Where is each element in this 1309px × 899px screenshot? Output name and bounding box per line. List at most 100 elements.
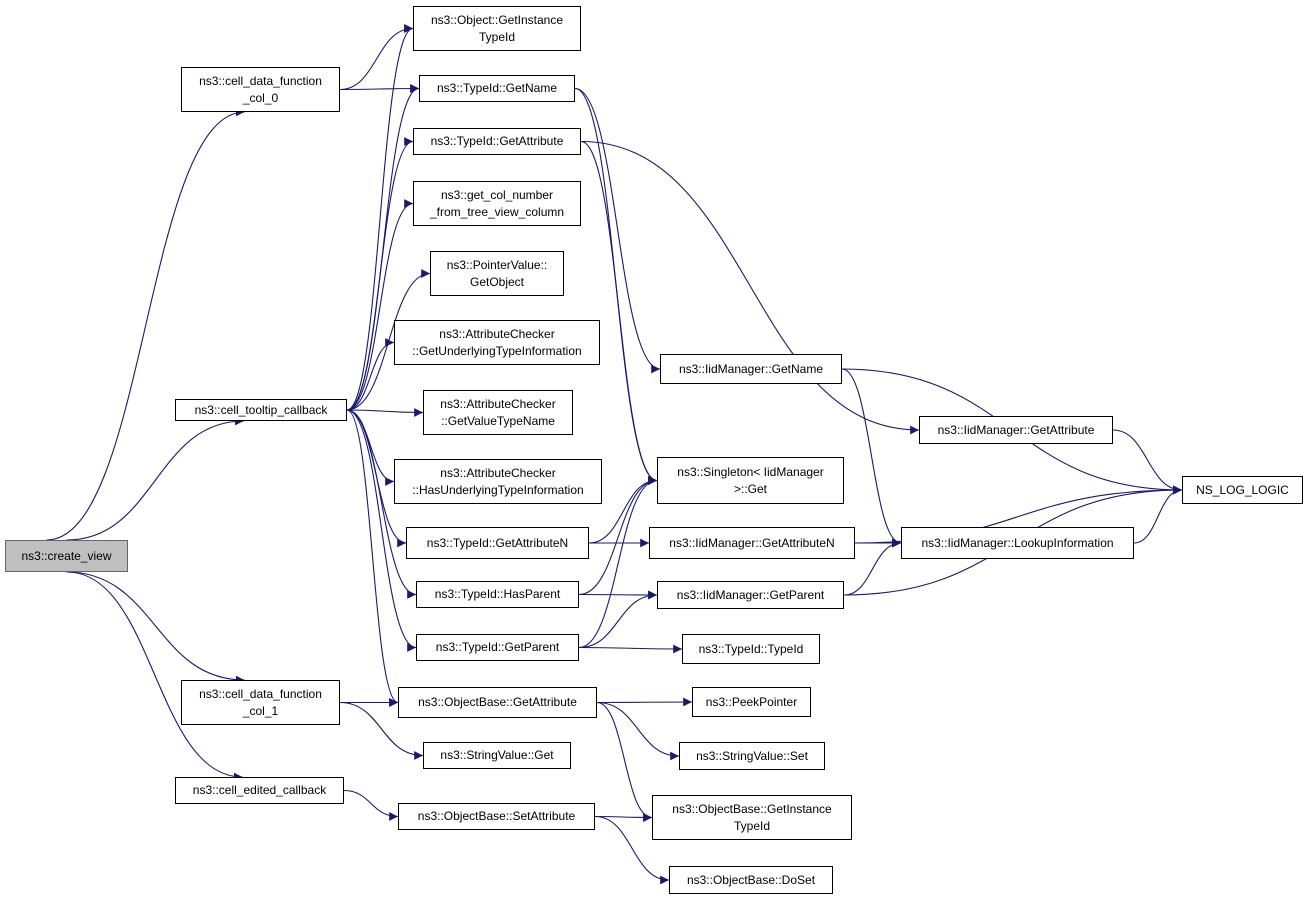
edge-tooltip-to-obj_git [346, 24, 414, 411]
edge-iid_getattr-to-ns_log_logic [1112, 429, 1183, 495]
node-edited[interactable]: ns3::cell_edited_callback [175, 777, 344, 804]
edge-ob_getattr-to-peekpointer [596, 697, 693, 707]
node-label-line: ns3::get_col_number [440, 187, 554, 202]
node-label-line: _col_1 [242, 703, 279, 718]
edge-tid_hasparent-to-iid_getparent [578, 590, 658, 600]
node-label-line: ::GetUnderlyingTypeInformation [412, 343, 582, 358]
node-ac-huti[interactable]: ns3::AttributeChecker::HasUnderlyingType… [394, 459, 602, 504]
edge-tooltip-to-getcolnum [346, 199, 414, 411]
node-label-line: NS_LOG_LOGIC [1196, 482, 1289, 497]
edge-create_view-to-tooltip [66, 416, 244, 541]
edge-tooltip-to-ob_getattr [346, 409, 399, 707]
edge-iid_lookup-to-ns_log_logic [1133, 485, 1183, 544]
node-label-line: ns3::IidManager::GetParent [676, 587, 825, 602]
edge-tid_getparent-to-iid_getparent [578, 590, 658, 649]
node-iid-getattr[interactable]: ns3::IidManager::GetAttribute [919, 416, 1113, 444]
edge-tooltip-to-tid_getparent [346, 409, 417, 652]
node-ac-guti[interactable]: ns3::AttributeChecker::GetUnderlyingType… [394, 320, 600, 365]
node-ob-getattr[interactable]: ns3::ObjectBase::GetAttribute [398, 687, 597, 718]
node-label-line: ns3::ObjectBase::GetInstance [672, 801, 832, 816]
node-label-line: ::GetValueTypeName [441, 413, 555, 428]
edge-ob_getattr-to-sv_set [596, 701, 680, 761]
node-label-line: TypeId [478, 29, 516, 44]
node-label-line: ns3::PointerValue:: [446, 257, 548, 272]
node-label-line: ns3::IidManager::GetName [678, 361, 824, 376]
node-label-line: ns3::ObjectBase::DoSet [686, 872, 816, 887]
node-singleton-get[interactable]: ns3::Singleton< IidManager>::Get [657, 457, 844, 504]
node-label-line: ns3::AttributeChecker [439, 326, 555, 341]
node-tid-getattr[interactable]: ns3::TypeId::GetAttribute [413, 128, 581, 155]
edge-ob_getattr-to-ob_git [596, 701, 653, 822]
node-iid-lookup[interactable]: ns3::IidManager::LookupInformation [901, 527, 1134, 559]
node-ns-log-logic[interactable]: NS_LOG_LOGIC [1182, 476, 1303, 504]
node-label-line: ns3::TypeId::GetAttributeN [426, 535, 569, 550]
node-sv-get[interactable]: ns3::StringValue::Get [423, 742, 571, 769]
node-label-line: ns3::IidManager::GetAttributeN [669, 535, 835, 550]
edge-iid_getparent-to-iid_lookup [843, 538, 902, 596]
node-label-line: ns3::TypeId::TypeId [698, 641, 804, 656]
node-label-line: ns3::PeekPointer [705, 694, 798, 709]
edge-ob_setattr-to-ob_git [594, 813, 653, 822]
node-getcolnum[interactable]: ns3::get_col_number_from_tree_view_colum… [413, 181, 581, 226]
edge-tooltip-to-ac_guti [346, 338, 395, 411]
node-label-line: ns3::StringValue::Get [440, 748, 554, 762]
edge-tooltip-to-tid_hasparent [346, 409, 417, 599]
edge-tid_getname-to-iid_getname [574, 87, 661, 374]
node-label-line: ::HasUnderlyingTypeInformation [412, 482, 584, 497]
node-iid-getparent[interactable]: ns3::IidManager::GetParent [657, 581, 844, 609]
node-label-line: ns3::cell_data_function [199, 686, 322, 701]
node-label-line: ns3::ObjectBase::SetAttribute [417, 809, 576, 823]
node-tid-getparent[interactable]: ns3::TypeId::GetParent [416, 634, 579, 661]
node-label-line: ns3::cell_edited_callback [192, 783, 327, 797]
edge-tid_getattr-to-iid_getattr [580, 140, 920, 435]
edge-cdf1-to-sv_get [339, 701, 424, 760]
node-label-line: TypeId [733, 818, 771, 833]
node-tid-getattrn[interactable]: ns3::TypeId::GetAttributeN [406, 527, 589, 559]
node-label-line: ns3::TypeId::GetParent [435, 640, 560, 654]
edge-create_view-to-edited [66, 571, 243, 782]
edge-edited-to-ob_setattr [343, 789, 399, 821]
node-sv-set[interactable]: ns3::StringValue::Set [679, 742, 825, 770]
node-cdf1[interactable]: ns3::cell_data_function_col_1 [181, 680, 340, 725]
node-tid-getname[interactable]: ns3::TypeId::GetName [419, 75, 575, 102]
node-ob-doset[interactable]: ns3::ObjectBase::DoSet [669, 866, 833, 894]
node-ptr-getobj[interactable]: ns3::PointerValue::GetObject [430, 251, 564, 296]
node-label-line: GetObject [469, 274, 525, 289]
node-tid-hasparent[interactable]: ns3::TypeId::HasParent [416, 581, 579, 608]
edge-tid_getparent-to-tid_typeid [578, 644, 683, 654]
node-ob-setattr[interactable]: ns3::ObjectBase::SetAttribute [398, 803, 595, 830]
node-label-line: ns3::TypeId::GetAttribute [430, 134, 564, 148]
edge-cdf0-to-obj_git [339, 24, 414, 91]
node-iid-getname[interactable]: ns3::IidManager::GetName [660, 354, 842, 384]
node-iid-getattrn[interactable]: ns3::IidManager::GetAttributeN [649, 527, 855, 559]
node-label-line: _col_0 [242, 90, 279, 105]
edge-create_view-to-cdf0 [46, 107, 245, 541]
node-label-line: ns3::Object::GetInstance [430, 12, 564, 27]
node-label-line: ns3::TypeId::HasParent [434, 587, 561, 601]
node-create-view: ns3::create_view [5, 540, 128, 572]
node-label-line: ns3::Singleton< IidManager [677, 464, 824, 479]
edge-tid_getparent-to-singleton_get [578, 476, 658, 649]
node-label-line: ns3::AttributeChecker [440, 396, 556, 411]
edge-cdf0-to-tid_getname [339, 84, 420, 93]
node-label-line: ns3::cell_data_function [199, 73, 322, 88]
node-label-line: ns3::cell_tooltip_callback [194, 402, 328, 417]
node-tid-typeid[interactable]: ns3::TypeId::TypeId [682, 634, 820, 664]
node-label-line: ns3::create_view [21, 548, 112, 563]
edge-iid_getname-to-iid_lookup [841, 368, 902, 548]
node-label-line: ns3::StringValue::Set [696, 748, 808, 763]
node-peekpointer[interactable]: ns3::PeekPointer [692, 687, 811, 717]
edge-tooltip-to-tid_getattr [346, 137, 414, 411]
node-cdf0[interactable]: ns3::cell_data_function_col_0 [181, 67, 340, 112]
edge-tooltip-to-ac_gvtn [346, 408, 424, 417]
node-label-line: ns3::IidManager::LookupInformation [921, 535, 1114, 550]
node-label-line: ns3::TypeId::GetName [436, 81, 558, 95]
node-tooltip[interactable]: ns3::cell_tooltip_callback [175, 399, 347, 421]
node-label-line: ns3::IidManager::GetAttribute [937, 422, 1095, 437]
node-ac-gvtn[interactable]: ns3::AttributeChecker::GetValueTypeName [423, 390, 573, 435]
edge-tid_hasparent-to-singleton_get [578, 476, 658, 596]
